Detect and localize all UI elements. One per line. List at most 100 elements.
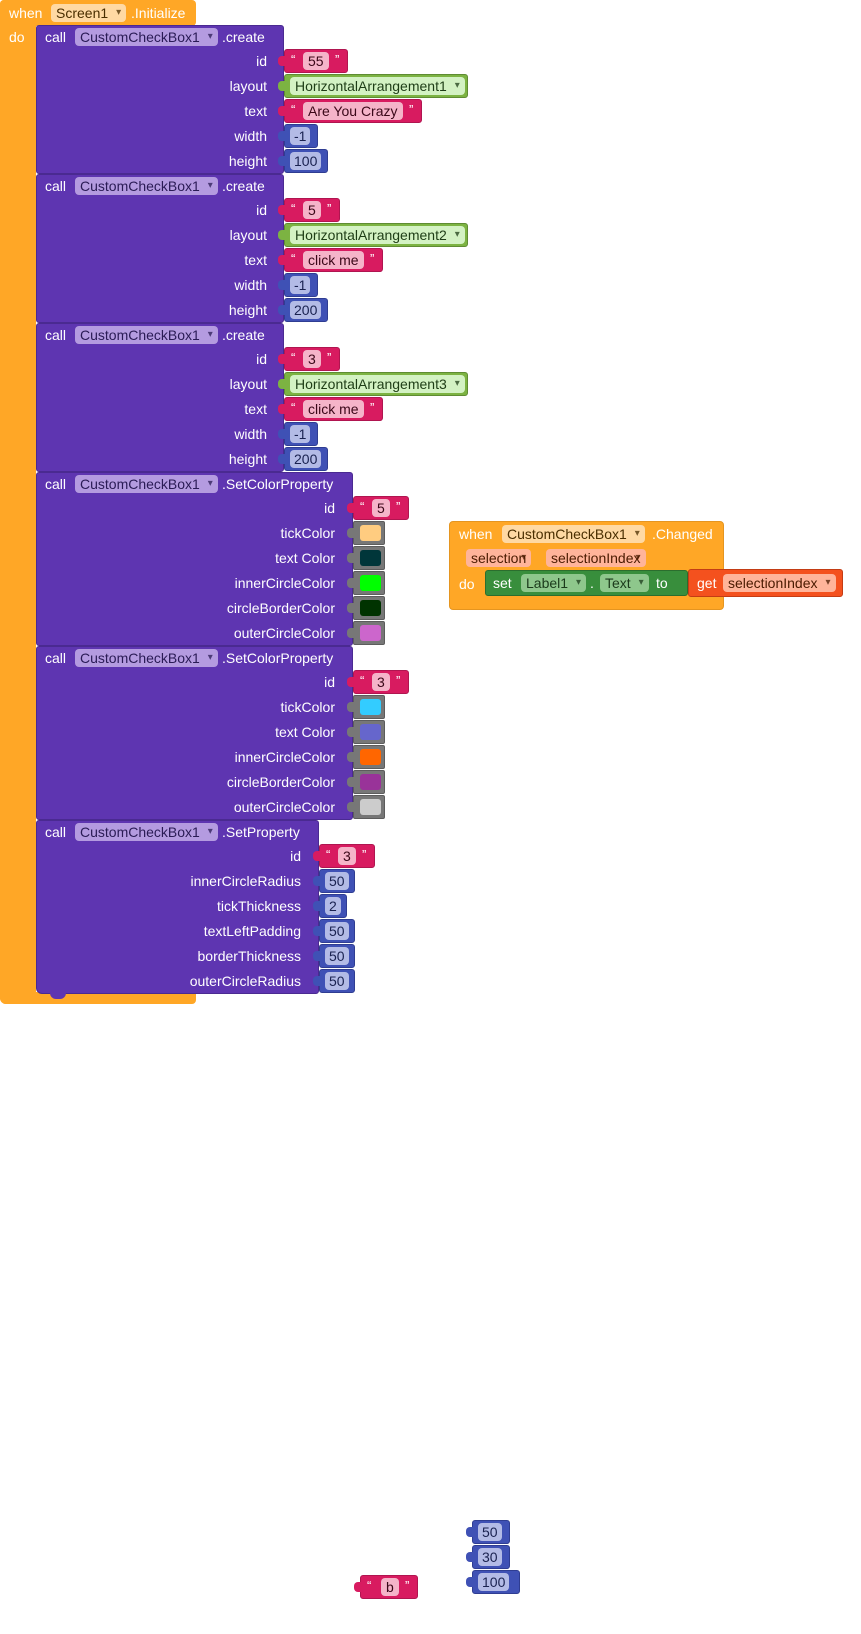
layout-component-block[interactable]: HorizontalArrangement1 [278,74,468,98]
id-string-block[interactable]: “ 5 ” [347,496,409,520]
component-dropdown[interactable]: CustomCheckBox1 [75,28,218,46]
loose-number-block[interactable]: 100 [466,1570,520,1594]
text-color-block[interactable] [347,546,385,570]
id-string-block[interactable]: “ 55 ” [278,49,348,73]
color-swatch[interactable] [360,525,381,541]
string-value[interactable]: b [381,1578,399,1596]
inner-circle-color-block[interactable] [347,745,385,769]
number-value[interactable]: 100 [478,1573,510,1591]
number-value[interactable]: 30 [478,1548,502,1566]
component-dropdown[interactable]: CustomCheckBox1 [75,649,218,667]
color-swatch[interactable] [360,550,381,566]
property-dropdown[interactable]: Text [600,574,649,592]
changed-event-name: .Changed [652,526,713,542]
loose-string-block[interactable]: “ b ” [354,1575,418,1599]
text-color-block[interactable] [347,720,385,744]
number-value[interactable]: 50 [325,947,349,965]
text-string-block[interactable]: “ click me ” [278,248,383,272]
number-value[interactable]: 50 [325,922,349,940]
param-selection[interactable]: selection [466,549,532,567]
param-selection-index[interactable]: selectionIndex [546,549,646,567]
layout-dropdown[interactable]: HorizontalArrangement2 [290,226,465,244]
call-keyword: call [45,650,67,666]
color-swatch[interactable] [360,774,381,790]
text-string-block[interactable]: “ click me ” [278,397,383,421]
string-value[interactable]: click me [303,400,364,418]
id-string-block[interactable]: “ 5 ” [278,198,340,222]
string-value[interactable]: click me [303,251,364,269]
layout-dropdown[interactable]: HorizontalArrangement1 [290,77,465,95]
string-value[interactable]: 3 [372,673,390,691]
number-value[interactable]: 200 [290,301,322,319]
number-value[interactable]: -1 [290,425,311,443]
number-value[interactable]: 50 [478,1523,502,1541]
number-value[interactable]: -1 [290,276,311,294]
tick-color-block[interactable] [347,521,385,545]
outer-circle-color-block[interactable] [347,795,385,819]
string-value[interactable]: Are You Crazy [303,102,403,120]
screen-component-dropdown[interactable]: Screen1 [51,4,127,22]
color-swatch[interactable] [360,749,381,765]
set-label-text-block[interactable] [485,570,688,596]
tick-thickness-number-block[interactable]: 2 [313,894,347,918]
color-swatch[interactable] [360,724,381,740]
connector-notch [347,603,355,613]
create-block-body [36,174,284,323]
tick-color-block[interactable] [347,695,385,719]
color-swatch[interactable] [360,625,381,641]
loose-number-block[interactable]: 50 [466,1520,510,1544]
string-value[interactable]: 55 [303,52,329,70]
color-swatch[interactable] [360,600,381,616]
number-value[interactable]: -1 [290,127,311,145]
height-number-block[interactable]: 200 [278,298,328,322]
event-footer [0,992,196,1004]
width-number-block[interactable]: -1 [278,124,318,148]
layout-component-block[interactable]: HorizontalArrangement3 [278,372,468,396]
changed-component-dropdown[interactable]: CustomCheckBox1 [502,525,645,543]
dot-separator: . [590,575,594,591]
layout-dropdown[interactable]: HorizontalArrangement3 [290,375,465,393]
inner-circle-color-block[interactable] [347,571,385,595]
text-string-block[interactable]: “ Are You Crazy ” [278,99,422,123]
call-keyword: call [45,327,67,343]
param-label-id: id [256,202,267,218]
border-thickness-number-block[interactable]: 50 [313,944,355,968]
loose-number-block[interactable]: 30 [466,1545,510,1569]
string-value[interactable]: 3 [338,847,356,865]
number-value[interactable]: 2 [325,897,341,915]
color-swatch[interactable] [360,799,381,815]
circle-border-color-block[interactable] [347,770,385,794]
layout-component-block[interactable]: HorizontalArrangement2 [278,223,468,247]
string-value[interactable]: 5 [372,499,390,517]
string-value[interactable]: 5 [303,201,321,219]
color-swatch[interactable] [360,575,381,591]
circle-border-color-block[interactable] [347,596,385,620]
number-value[interactable]: 50 [325,872,349,890]
get-variable-dropdown[interactable]: selectionIndex [723,574,836,592]
text-left-padding-number-block[interactable]: 50 [313,919,355,943]
id-string-block[interactable]: “ 3 ” [347,670,409,694]
color-swatch[interactable] [360,699,381,715]
component-dropdown[interactable]: CustomCheckBox1 [75,177,218,195]
width-number-block[interactable]: -1 [278,422,318,446]
height-number-block[interactable]: 200 [278,447,328,471]
connector-notch [347,677,355,687]
inner-circle-radius-number-block[interactable]: 50 [313,869,355,893]
width-number-block[interactable]: -1 [278,273,318,297]
number-value[interactable]: 50 [325,972,349,990]
id-string-block[interactable]: “ 3 ” [278,347,340,371]
outer-circle-color-block[interactable] [347,621,385,645]
outer-circle-radius-number-block[interactable]: 50 [313,969,355,993]
number-value[interactable]: 200 [290,450,322,468]
string-value[interactable]: 3 [303,350,321,368]
id-string-block[interactable]: “ 3 ” [313,844,375,868]
height-number-block[interactable]: 100 [278,149,328,173]
connector-notch [313,976,321,986]
set-component-dropdown[interactable]: Label1 [521,574,587,592]
param-label-id: id [324,674,335,690]
component-dropdown[interactable]: CustomCheckBox1 [75,326,218,344]
component-dropdown[interactable]: CustomCheckBox1 [75,823,218,841]
component-dropdown[interactable]: CustomCheckBox1 [75,475,218,493]
number-value[interactable]: 100 [290,152,322,170]
block-bottom-nub [50,993,66,999]
